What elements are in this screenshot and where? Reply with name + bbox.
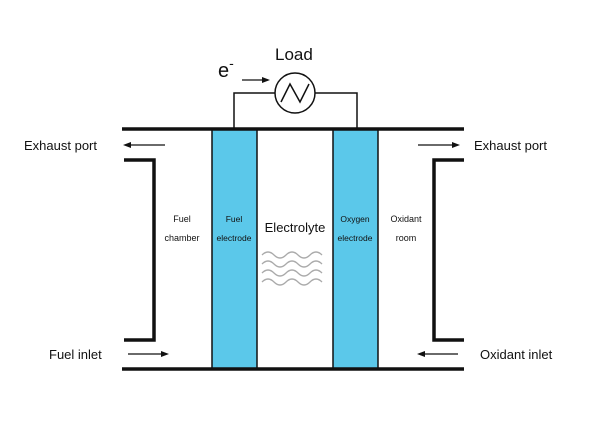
oxidant-inlet-arrow	[417, 351, 458, 357]
circuit-wire-left	[233, 92, 275, 129]
load-label: Load	[275, 45, 313, 64]
electrolyte-label: Electrolyte	[265, 220, 326, 235]
exhaust-port-left-label: Exhaust port	[24, 138, 97, 153]
electrolyte-waves-icon	[261, 251, 323, 286]
fuel-inlet-label: Fuel inlet	[49, 347, 102, 362]
circuit-wire-right	[315, 92, 358, 129]
fuel-inlet-arrow	[128, 351, 169, 357]
fuel-electrode-label-2: electrode	[217, 233, 252, 243]
fuel-electrode	[211, 128, 258, 370]
oxygen-electrode-label-1: Oxygen	[340, 214, 370, 224]
ac-source-icon	[274, 72, 316, 114]
oxygen-electrode-label-2: electrode	[338, 233, 373, 243]
right-chamber-wall	[432, 158, 464, 342]
exhaust-left-arrow	[123, 142, 165, 148]
oxygen-electrode	[332, 128, 379, 370]
fuel-chamber-label-1: Fuel	[173, 214, 191, 224]
oxidant-inlet-label: Oxidant inlet	[480, 347, 553, 362]
oxidant-room-label-1: Oxidant	[390, 214, 422, 224]
exhaust-right-arrow	[418, 142, 460, 148]
left-chamber-wall	[124, 158, 156, 342]
fuel-chamber-label-2: chamber	[164, 233, 199, 243]
exhaust-port-right-label: Exhaust port	[474, 138, 547, 153]
electron-label: e-	[218, 55, 234, 82]
fuel-electrode-label-1: Fuel	[226, 214, 243, 224]
electron-arrow	[242, 77, 270, 83]
oxidant-room-label-2: room	[396, 233, 417, 243]
